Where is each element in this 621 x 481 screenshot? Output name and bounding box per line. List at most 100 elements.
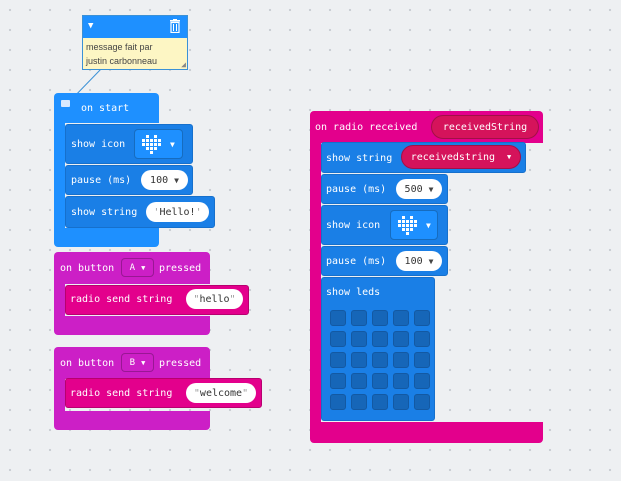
- icon-dropdown[interactable]: ▼: [390, 210, 438, 240]
- led-grid[interactable]: [330, 310, 430, 410]
- led-cell[interactable]: [351, 310, 367, 326]
- led-cell[interactable]: [414, 373, 430, 389]
- button-a-arm: [54, 284, 65, 320]
- icon-pixel: [398, 223, 401, 227]
- led-cell[interactable]: [351, 331, 367, 347]
- pressed-label: pressed: [159, 263, 202, 274]
- led-cell[interactable]: [330, 352, 346, 368]
- button-a-dropdown[interactable]: A▼: [121, 258, 154, 277]
- icon-pixel: [154, 138, 157, 142]
- icon-pixel: [406, 227, 409, 231]
- icon-pixel: [414, 215, 417, 219]
- icon-pixel: [150, 146, 153, 150]
- send-string-input[interactable]: "welcome": [186, 383, 256, 403]
- pause-value-dropdown[interactable]: 100▼: [141, 170, 188, 190]
- led-cell[interactable]: [372, 310, 388, 326]
- show-string-label: show string: [326, 153, 393, 164]
- icon-pixel: [150, 134, 153, 138]
- icon-pixel: [410, 219, 413, 223]
- led-cell[interactable]: [393, 352, 409, 368]
- icon-pixel: [402, 215, 405, 219]
- led-cell[interactable]: [372, 331, 388, 347]
- show-icon-label: show icon: [71, 139, 126, 150]
- pause-value-dropdown[interactable]: 500▼: [396, 179, 442, 199]
- received-string-dropdown[interactable]: receivedstring▼: [401, 145, 521, 169]
- chevron-down-icon[interactable]: ▼: [88, 21, 94, 31]
- chevron-down-icon: ▼: [428, 184, 434, 194]
- led-cell[interactable]: [414, 310, 430, 326]
- icon-pixel: [154, 134, 157, 138]
- radio-received-footer: [310, 422, 543, 443]
- chevron-down-icon: ▼: [174, 175, 179, 185]
- on-start-footer: [54, 228, 159, 247]
- icon-pixel: [150, 138, 153, 142]
- pause-label: pause (ms): [326, 256, 387, 267]
- show-string-label: show string: [71, 207, 138, 218]
- radio-send-label: radio send string: [70, 388, 173, 399]
- led-cell[interactable]: [372, 394, 388, 410]
- icon-pixel: [414, 219, 417, 223]
- icon-pixel: [150, 142, 153, 146]
- led-cell[interactable]: [414, 394, 430, 410]
- icon-pixel: [158, 138, 161, 142]
- icon-pixel: [158, 134, 161, 138]
- led-cell[interactable]: [372, 352, 388, 368]
- icon-pixel: [158, 146, 161, 150]
- led-cell[interactable]: [351, 352, 367, 368]
- radio-received-arm: [310, 143, 321, 428]
- icon-pixel: [142, 134, 145, 138]
- icon-pixel: [402, 227, 405, 231]
- icon-pixel: [142, 150, 145, 154]
- received-string-variable[interactable]: receivedString: [431, 115, 539, 139]
- icon-pixel: [406, 231, 409, 235]
- icon-pixel: [410, 231, 413, 235]
- icon-dropdown[interactable]: ▼: [134, 129, 183, 159]
- led-cell[interactable]: [414, 331, 430, 347]
- icon-pixel: [142, 142, 145, 146]
- resize-handle-icon[interactable]: ◢: [181, 60, 186, 69]
- pressed-label: pressed: [159, 358, 202, 369]
- led-cell[interactable]: [330, 310, 346, 326]
- led-cell[interactable]: [393, 373, 409, 389]
- pause-value-dropdown[interactable]: 100▼: [396, 251, 442, 271]
- led-cell[interactable]: [330, 331, 346, 347]
- comment-note[interactable]: ▼ message fait par justin carbonneau ◢: [82, 15, 188, 70]
- led-cell[interactable]: [414, 352, 430, 368]
- icon-pixel: [146, 150, 149, 154]
- icon-pixel: [402, 223, 405, 227]
- icon-pixel: [142, 138, 145, 142]
- led-cell[interactable]: [351, 373, 367, 389]
- show-icon-label: show icon: [326, 220, 381, 231]
- chevron-down-icon: ▼: [141, 358, 146, 367]
- icon-pixel: [146, 138, 149, 142]
- led-cell[interactable]: [393, 331, 409, 347]
- icon-pixel: [154, 142, 157, 146]
- led-cell[interactable]: [372, 373, 388, 389]
- icon-pixel: [158, 150, 161, 154]
- icon-pixel: [146, 146, 149, 150]
- pause-label: pause (ms): [71, 175, 132, 186]
- icon-pixel: [410, 215, 413, 219]
- heart-icon: [398, 215, 417, 235]
- icon-pixel: [406, 219, 409, 223]
- button-b-dropdown[interactable]: B▼: [121, 353, 154, 372]
- icon-pixel: [146, 142, 149, 146]
- pause-label: pause (ms): [326, 184, 387, 195]
- button-b-footer: [54, 411, 210, 430]
- show-string-input[interactable]: 'Hello!': [146, 202, 209, 222]
- on-start-header[interactable]: [54, 93, 159, 123]
- chevron-down-icon: ▼: [141, 263, 146, 272]
- on-start-label: on start: [81, 103, 130, 114]
- icon-pixel: [146, 134, 149, 138]
- led-cell[interactable]: [351, 394, 367, 410]
- heart-icon: [142, 134, 161, 154]
- comment-text[interactable]: message fait par justin carbonneau: [86, 42, 158, 66]
- send-string-input[interactable]: "hello": [186, 289, 243, 309]
- icon-pixel: [158, 142, 161, 146]
- led-cell[interactable]: [393, 310, 409, 326]
- led-cell[interactable]: [393, 394, 409, 410]
- led-cell[interactable]: [330, 373, 346, 389]
- trash-icon[interactable]: [169, 19, 181, 33]
- comment-bubble-icon[interactable]: [61, 100, 70, 107]
- led-cell[interactable]: [330, 394, 346, 410]
